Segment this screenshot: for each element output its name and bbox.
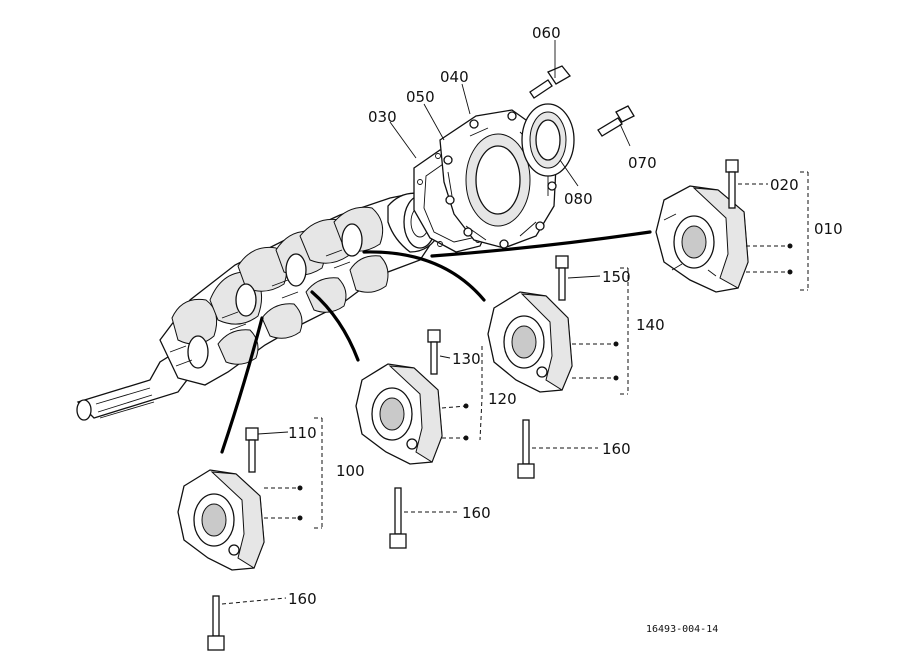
callout-labels: 060 040 050 030 070 080 020 010 150 140 … (288, 24, 843, 635)
callout-080: 080 (564, 190, 593, 208)
callout-130: 130 (452, 350, 481, 368)
oil-seal-080 (521, 103, 575, 177)
crankshaft (76, 189, 441, 421)
callout-150: 150 (602, 268, 631, 286)
callout-160-left: 160 (288, 590, 317, 608)
callout-120: 120 (488, 390, 517, 408)
callout-160-right: 160 (602, 440, 631, 458)
callout-030: 030 (368, 108, 397, 126)
bolt-070 (597, 105, 635, 137)
callout-050: 050 (406, 88, 435, 106)
bearing-case-140 (487, 291, 573, 393)
bearing-case-100 (177, 469, 265, 571)
bearing-case-010 (655, 185, 749, 293)
callout-020: 020 (770, 176, 799, 194)
callout-060: 060 (532, 24, 561, 42)
bolt-110 (245, 427, 259, 473)
bolt-020 (725, 159, 739, 209)
callout-070: 070 (628, 154, 657, 172)
bolt-160-middle (389, 487, 407, 549)
callout-160-middle: 160 (462, 504, 491, 522)
callout-110: 110 (288, 424, 317, 442)
bolt-160-right (517, 419, 535, 479)
callout-010: 010 (814, 220, 843, 238)
bolt-160-left (207, 595, 225, 651)
bolt-130 (427, 329, 441, 375)
bolt-150 (555, 255, 569, 301)
bearing-case-120 (355, 363, 443, 465)
leader-lines (221, 40, 809, 605)
drawing-code: 16493-004-14 (646, 624, 718, 635)
bolt-060 (529, 65, 571, 99)
assembly-arrows (220, 230, 652, 454)
callout-100: 100 (336, 462, 365, 480)
callout-140: 140 (636, 316, 665, 334)
callout-040: 040 (440, 68, 469, 86)
